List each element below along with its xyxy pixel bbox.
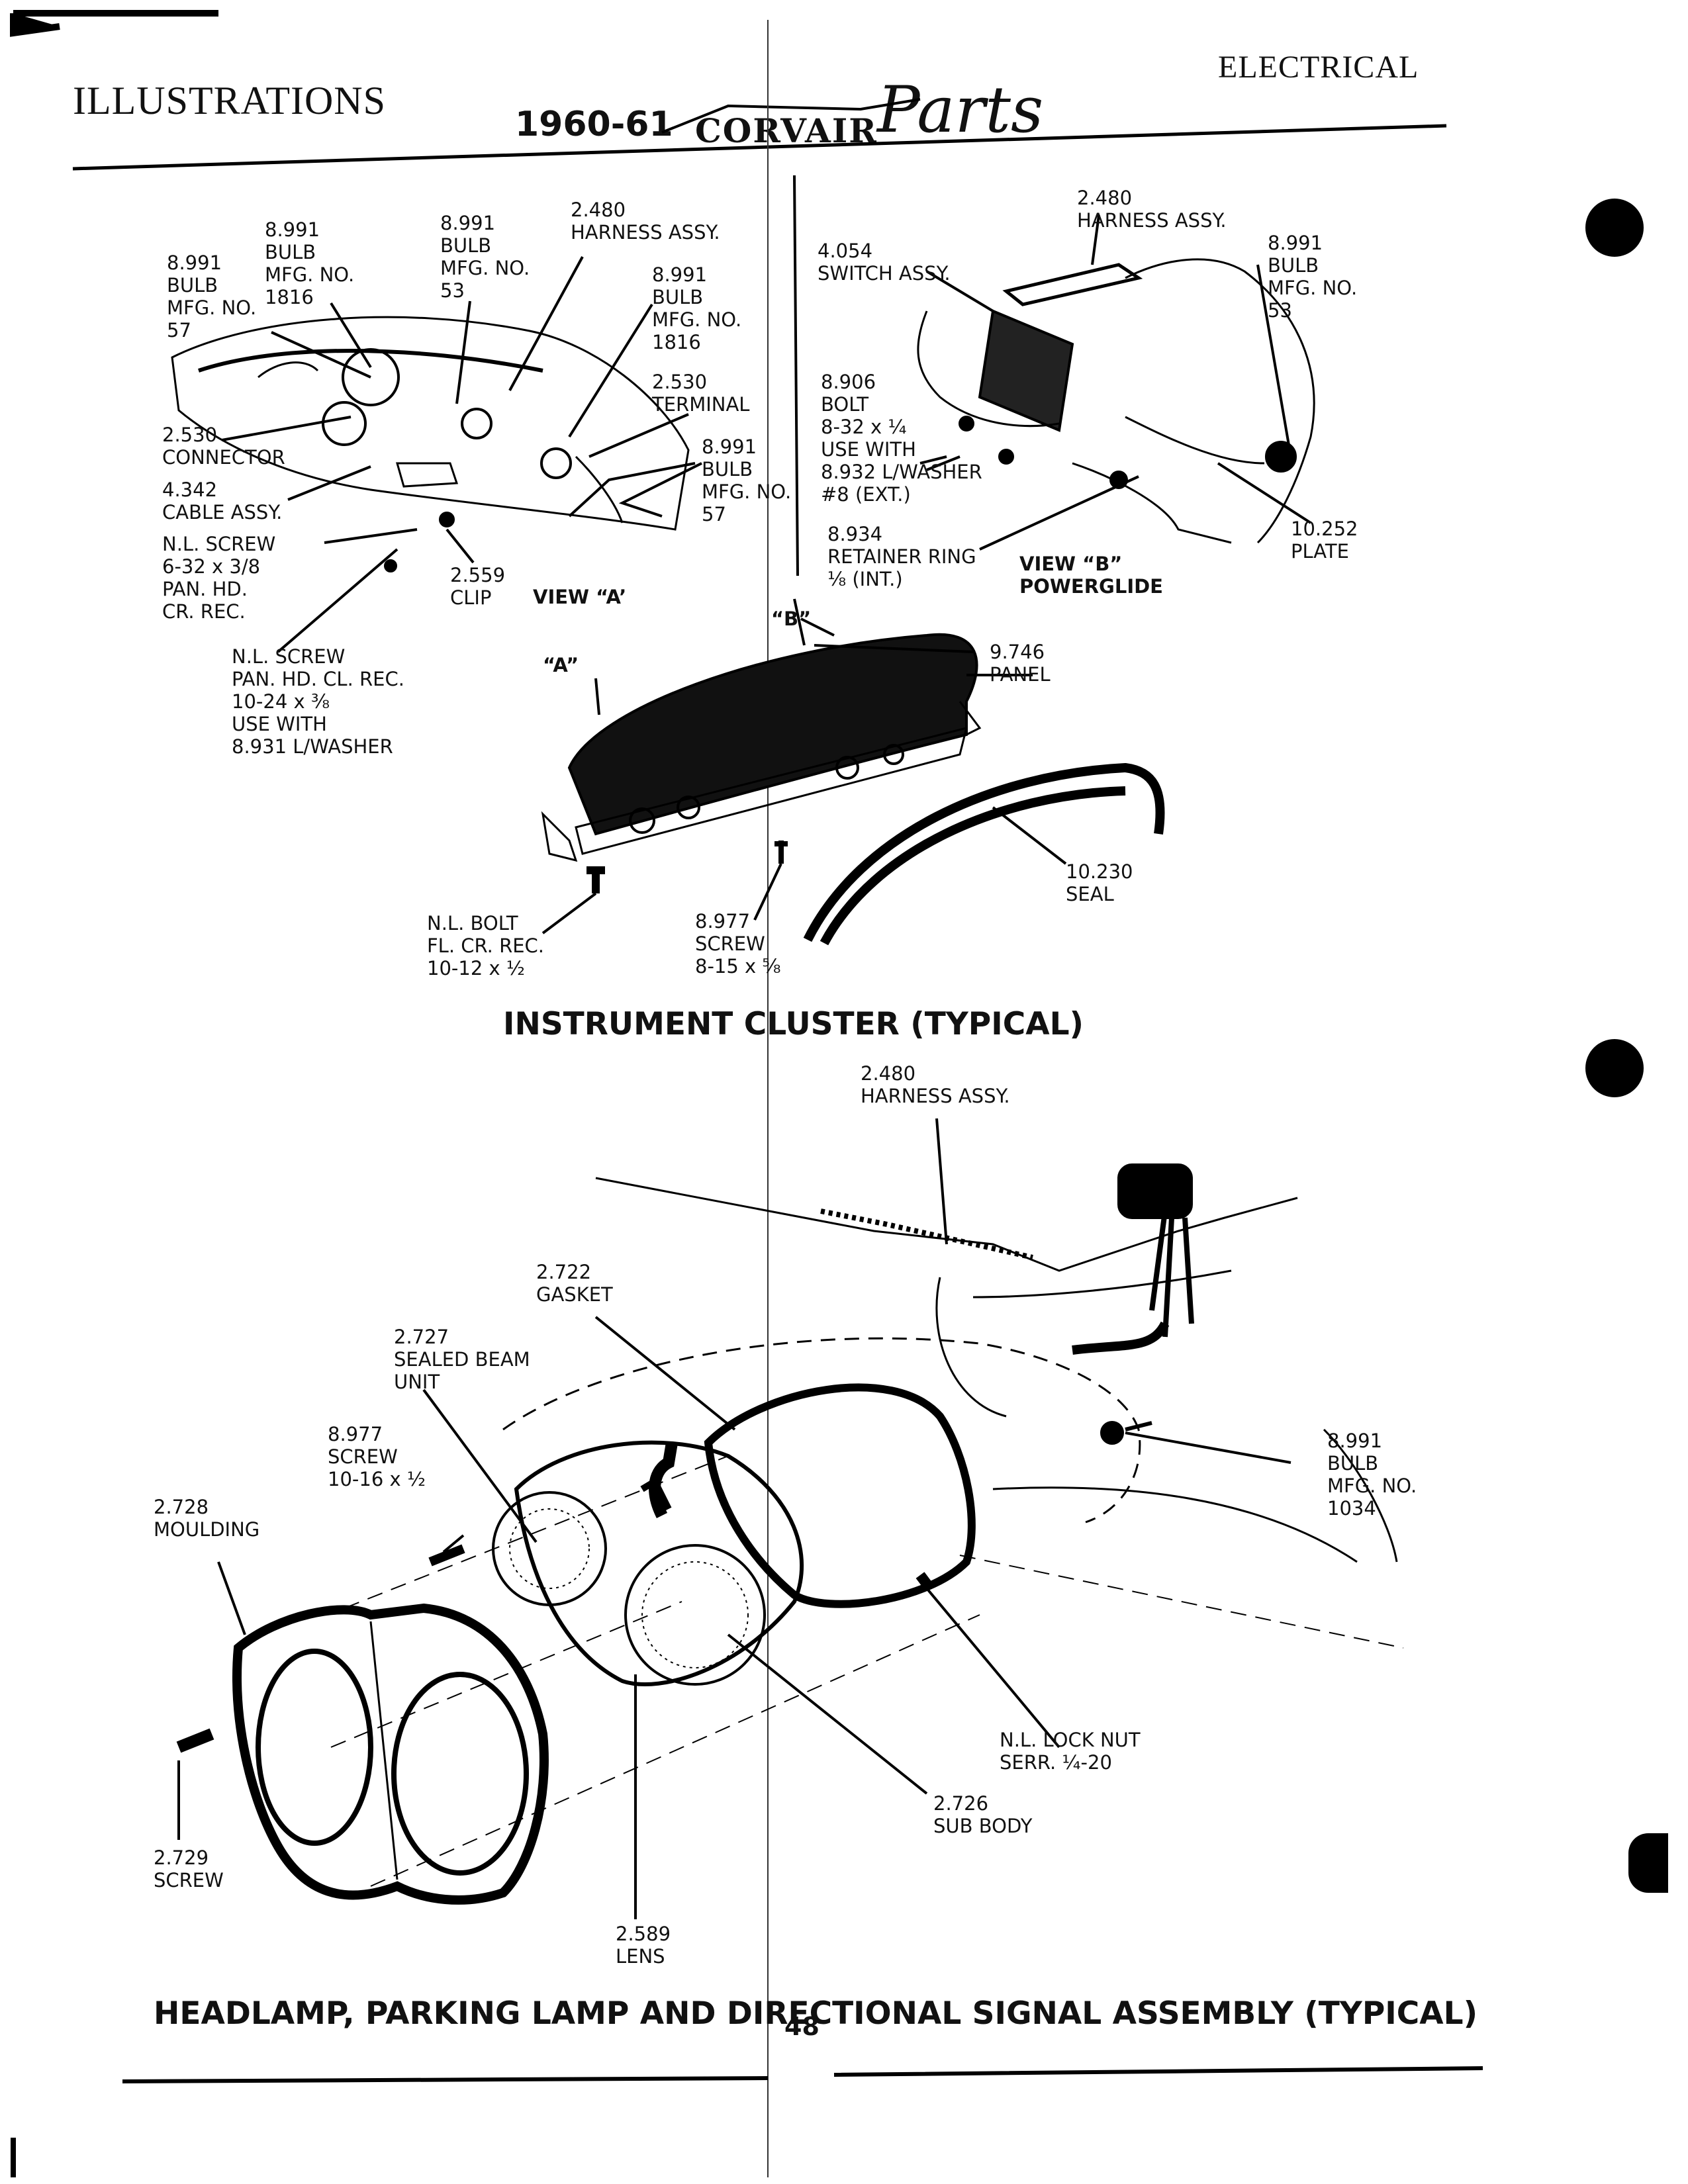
view-b-illustration	[917, 258, 1315, 544]
label-screw-8977-b: 8.977 SCREW 10-16 x ½	[328, 1423, 426, 1490]
label-sealed-beam: 2.727 SEALED BEAM UNIT	[394, 1326, 530, 1393]
label-bulb-57: 8.991 BULB MFG. NO. 57	[167, 251, 257, 341]
label-harness-b: 2.480 HARNESS ASSY.	[1077, 187, 1227, 232]
label-screw-8977-a: 8.977 SCREW 8-15 x ⅝	[695, 910, 781, 978]
marker-b: “B”	[771, 608, 812, 630]
label-terminal: 2.530 TERMINAL	[652, 371, 750, 416]
label-nl-screw-1: N.L. SCREW 6-32 x 3/8 PAN. HD. CR. REC.	[162, 533, 276, 623]
section-title: ILLUSTRATIONS	[73, 79, 386, 122]
label-plate: 10.252 PLATE	[1291, 518, 1358, 563]
label-bulb-1034: 8.991 BULB MFG. NO. 1034	[1327, 1430, 1417, 1520]
label-gasket: 2.722 GASKET	[536, 1261, 613, 1306]
model-years: 1960-61	[515, 105, 673, 144]
label-switch-assy: 4.054 SWITCH ASSY.	[818, 240, 951, 285]
label-bulb-1816-b: 8.991 BULB MFG. NO. 1816	[652, 263, 742, 353]
seal-illustration	[803, 762, 1165, 946]
category-title: ELECTRICAL	[1218, 50, 1419, 85]
label-sub-body: 2.726 SUB BODY	[933, 1792, 1033, 1837]
view-b-caption: VIEW “B” POWERGLIDE	[1019, 553, 1163, 598]
label-harness-a: 2.480 HARNESS ASSY.	[571, 199, 720, 244]
page-number: 48	[784, 2012, 820, 2041]
label-panel: 9.746 PANEL	[990, 641, 1051, 686]
marker-a: “A”	[543, 654, 579, 676]
label-bulb-53-a: 8.991 BULB MFG. NO. 53	[440, 212, 530, 302]
label-clip: 2.559 CLIP	[450, 564, 506, 609]
headlamp-illustration	[176, 1163, 1404, 1905]
label-lens: 2.589 LENS	[616, 1923, 671, 1968]
view-a-caption: VIEW “A’	[533, 586, 627, 608]
label-harness-c: 2.480 HARNESS ASSY.	[861, 1062, 1010, 1107]
label-moulding: 2.728 MOULDING	[154, 1496, 260, 1541]
caption-headlamp-assembly: HEADLAMP, PARKING LAMP AND DIRECTIONAL S…	[154, 1995, 1478, 2032]
punch-hole	[1628, 1833, 1668, 1893]
label-nl-bolt: N.L. BOLT FL. CR. REC. 10-12 x ½	[427, 912, 545, 979]
label-bolt: 8.906 BOLT 8-32 x ¼ USE WITH 8.932 L/WAS…	[821, 371, 982, 506]
label-lock-nut: N.L. LOCK NUT SERR. ¼-20	[1000, 1729, 1141, 1774]
instrument-panel	[541, 633, 982, 862]
brand-logo-script: Parts	[877, 73, 1044, 147]
label-bulb-57-b: 8.991 BULB MFG. NO. 57	[702, 435, 792, 525]
label-nl-screw-2: N.L. SCREW PAN. HD. CL. REC. 10-24 x ⅜ U…	[232, 645, 404, 758]
label-seal: 10.230 SEAL	[1066, 860, 1133, 905]
caption-instrument-cluster: INSTRUMENT CLUSTER (TYPICAL)	[503, 1006, 1084, 1042]
label-screw-2729: 2.729 SCREW	[154, 1846, 224, 1891]
punch-hole	[1585, 199, 1644, 257]
label-bulb-1816-a: 8.991 BULB MFG. NO. 1816	[265, 218, 355, 308]
label-connector: 2.530 CONNECTOR	[162, 424, 285, 469]
punch-hole	[1585, 1039, 1644, 1097]
view-a-illustration	[171, 316, 690, 572]
label-retainer-ring: 8.934 RETAINER RING ⅛ (INT.)	[827, 523, 976, 590]
label-bulb-53-b: 8.991 BULB MFG. NO. 53	[1268, 232, 1358, 322]
label-cable-assy: 4.342 CABLE ASSY.	[162, 478, 283, 523]
